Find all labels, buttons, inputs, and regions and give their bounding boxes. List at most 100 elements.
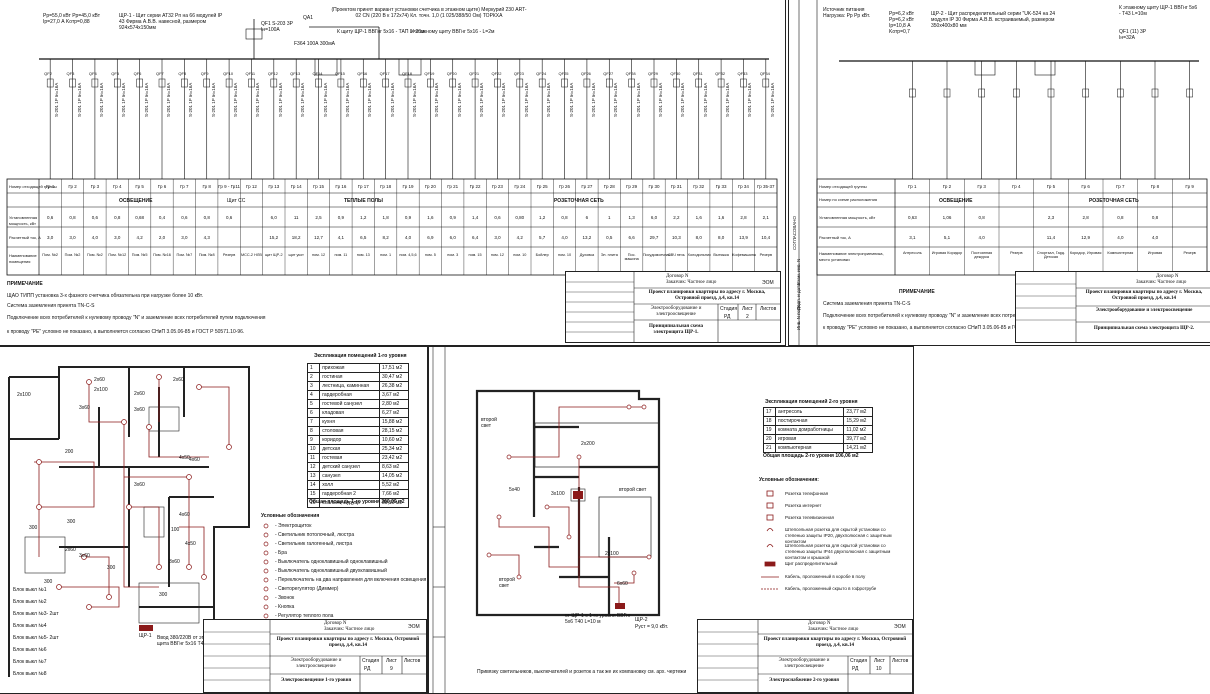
level1-dim-4: 4х60 [189, 457, 200, 463]
shr1-note-4: к проводу "PE" условно не показано, а вы… [7, 329, 245, 335]
table-cell: гостевая [319, 453, 380, 463]
shr1-breaker-label: QF30 [670, 71, 681, 76]
table-cell: детская [319, 444, 380, 454]
stamp4-sheet-h: Лист [874, 658, 885, 664]
legend-symbol-icon [261, 595, 271, 601]
table-cell: 15 [306, 489, 321, 499]
level2-title-block: Договор N Заказчик: Частное лицо ЭОМ Про… [697, 619, 913, 693]
table-cell: 2,80 м2 [378, 399, 410, 409]
shr1-group-current: 2,0 [158, 235, 166, 240]
table-cell: 6,27 м2 [378, 408, 410, 418]
shr1-breaker-label: QF31 [692, 71, 703, 76]
shr1-group-power: 0,6 [225, 215, 233, 220]
level2-dim-5: 6х60 [617, 581, 628, 587]
legend-label: - Кнопка [275, 604, 295, 610]
table-cell: 39,50 м2 [378, 498, 410, 508]
shr1-group-current: 6,5 [360, 235, 367, 240]
shr1-group-number: Гр 22 [469, 184, 481, 189]
stamp4-stage-h: Стадия [850, 658, 868, 664]
shr1-group-room: Пом. №12 [108, 253, 127, 257]
shr1-breaker-label: QF4 [88, 71, 97, 76]
shr1-breaker-label: QF23 [513, 71, 524, 76]
table-cell: 15,88 м2 [378, 417, 410, 427]
shr1-breaker-label: QF24 [536, 71, 547, 76]
legend-label: Штепсельная розетка для скрытой установк… [785, 543, 891, 560]
shr1-breaker-rating: S-201 1P Iн=16А [747, 82, 753, 117]
shr1-group-power: 2,2 [673, 215, 680, 220]
shr1-notes-title: ПРИМЕЧАНИЕ [7, 281, 43, 287]
shr1-group-current: 8,0 [695, 235, 702, 240]
table-cell: кухня [319, 417, 380, 427]
shr1-breaker-label: QF11 [245, 71, 256, 76]
shr2-notes-title: ПРИМЕЧАНИЕ [899, 289, 935, 295]
shr1-group-current: 4,3 [203, 235, 210, 240]
shr1-feed-shield: К щиту ЩР-1 ВВГнг 5х16 - ТАП L=20м [337, 29, 425, 35]
table-cell: 3 [306, 381, 321, 391]
shr2-group-number: Гр 5 [1046, 184, 1056, 189]
shr1-group-current: 3,0 [114, 235, 121, 240]
shr1-group-room: пом. 5 [424, 253, 436, 257]
shr1-breaker-rating: S-201 1P Iн=16А [54, 82, 60, 117]
shr1-row-label-group: Номер отходящей группы [9, 184, 57, 189]
legend-label: - Электрощиток [275, 523, 312, 529]
shr1-group-room: пом. 13 [356, 253, 370, 257]
shr1-breaker-label: QF12 [267, 71, 278, 76]
shr1-group-power: 1,6 [717, 215, 725, 220]
level2-plan-svg [432, 347, 779, 693]
table-cell: 14,05 м2 [378, 471, 410, 481]
legend-label: Щит распределительный [785, 561, 838, 566]
legend-symbol-icon [261, 559, 271, 565]
level2-room-3: второй свет [499, 577, 515, 589]
level1-input-note: Ввод 380/220В от этажного щита ВВГнг 5х1… [157, 635, 223, 647]
shr1-breaker-rating: S-201 1P Iн=16А [613, 82, 619, 117]
switch-block-label: Блок выкл №2 [13, 599, 47, 605]
shr1-row-label-power: Установленная мощность, кВт [9, 215, 38, 226]
shr1-group-current: 4,0 [404, 235, 412, 240]
shr1-breaker-label: QF25 [558, 71, 569, 76]
shr1-group-power: 0,4 [158, 215, 166, 220]
shr2-shield-desc: ЩР-2 - Щит распределительный серии "UK-5… [931, 11, 1056, 29]
legend-symbol-icon [261, 577, 271, 583]
legend-label: - Светильник галогенный, листра [275, 541, 353, 547]
shr1-row-label-current: Расчетный ток, А [9, 235, 41, 240]
shr2-group-power: 2,3 [1047, 215, 1055, 220]
shr2-group-room: Антресоль [902, 251, 922, 255]
switch-block-label: Блок выкл №4 [13, 623, 47, 629]
level2-shield-label: ЩР-2 [635, 617, 648, 623]
table-cell: 8 [306, 426, 321, 436]
shr1-group-room: Пом. №7 [176, 253, 193, 257]
table-cell: гостиная [319, 372, 380, 382]
legend-label: - Переключатель на два направления для в… [275, 577, 427, 583]
level1-expl-title: Экспликация помещений 1-го уровня [314, 353, 407, 359]
shr2-group-number: Гр 3 [977, 184, 986, 189]
shr1-group-current: 13,2 [582, 235, 592, 240]
switch-block-label: Блок выкл №8 [13, 671, 47, 677]
shr1-breaker-label: QF6 [133, 71, 142, 76]
table-cell: 6 [306, 408, 321, 418]
shr1-breaker-label: QF5 [111, 71, 120, 76]
shr1-group-power: 0,80 [515, 215, 525, 220]
shr2-row-label-group: Номер отходящей группы [819, 184, 867, 189]
stamp3-stage: РД [364, 666, 371, 672]
shr2-row-label-current: Расчетный ток, А [819, 235, 851, 240]
switch-block-label: Блок выкл №3- 2шт [13, 611, 59, 617]
shr1-group-room: Пом. №2 [87, 253, 103, 257]
shr2-group-current: 11,4 [1046, 235, 1056, 240]
shr2-group-number: Гр 1 [908, 184, 917, 189]
shr1-group-number: Гр 6 [157, 184, 167, 189]
shr1-group-number: Гр 19 [402, 184, 414, 189]
shr1-group-number: Гр 20 [424, 184, 436, 189]
legend-label: - Выключатель одноклавишный одноклавишны… [275, 559, 388, 565]
shr1-group-current: 18,2 [291, 235, 301, 240]
shr1-group-current: 4,2 [516, 235, 523, 240]
shr2-source-note: Источник питания Нагрузка: Рр Рр кВт. [823, 7, 871, 19]
shr1-group-number: Гр 25 [536, 184, 548, 189]
shr1-title-block: Договор N Заказчик: Частное лицо ЭОМ Про… [565, 271, 781, 343]
sheet-level2-power: второй свет второй свет второй свет 2х20… [428, 346, 914, 694]
shr1-breaker-rating: S-201 1P Iн=16А [367, 82, 373, 117]
shr1-breaker-label: QF13 [290, 71, 301, 76]
shr1-group-power: 6,0 [270, 215, 277, 220]
